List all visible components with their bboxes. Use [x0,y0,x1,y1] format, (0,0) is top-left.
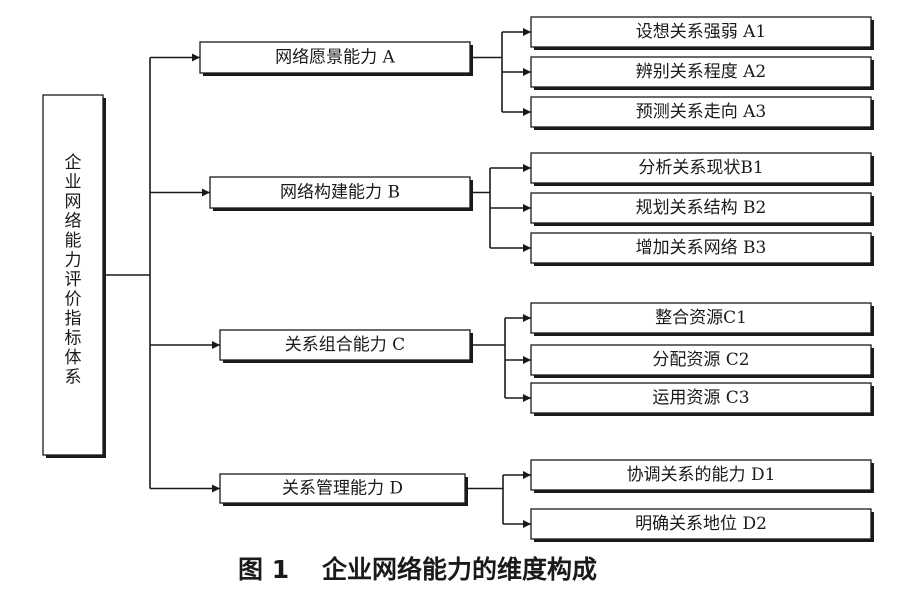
indicator-box: 分配资源 C2 [530,344,874,378]
indicator-box-frame [530,302,872,334]
root-label-char: 力 [65,251,82,271]
root-label-char: 系 [65,368,82,388]
indicator-box: 分析关系现状B1 [530,152,874,186]
indicator-label: 协调关系的能力 D1 [627,465,776,485]
indicator-label: 整合资源C1 [655,308,747,328]
indicator-box-frame [530,232,872,264]
root-label-char: 网 [65,192,82,212]
dimension-box: 网络构建能力 B [209,176,473,211]
indicator-box-frame [530,382,872,414]
dimension-label: 网络构建能力 B [280,183,400,203]
dimension-box: 关系组合能力 C [219,329,473,363]
indicator-box: 辨别关系程度 A2 [530,56,874,90]
indicator-box-frame [530,459,872,491]
indicator-box-frame [530,192,872,224]
root-label-char: 业 [65,173,82,193]
root-label-char: 能 [65,231,82,251]
dimension-label: 关系管理能力 D [282,479,403,499]
indicator-box: 整合资源C1 [530,302,874,336]
connector-lines [103,28,531,528]
dimension-box-frame [219,473,466,504]
figure-caption: 图 1 企业网络能力的维度构成 [238,555,597,584]
root-label-char: 评 [65,270,82,290]
indicator-label: 预测关系走向 A3 [636,102,767,122]
root-label-char: 价 [65,290,82,310]
indicator-label: 规划关系结构 B2 [636,198,767,218]
caption-number: 图 1 [238,555,289,584]
indicator-box: 规划关系结构 B2 [530,192,874,226]
indicator-label: 分析关系现状B1 [638,158,763,178]
indicator-box-frame [530,344,872,376]
indicator-box: 预测关系走向 A3 [530,96,874,130]
indicator-label: 明确关系地位 D2 [635,514,767,534]
indicator-box: 协调关系的能力 D1 [530,459,874,493]
dimension-box-frame [209,176,471,209]
indicator-label: 设想关系强弱 A1 [636,22,767,42]
root-box-frame [42,94,104,456]
indicator-box: 明确关系地位 D2 [530,508,874,542]
root-label-char: 体 [65,348,82,368]
indicator-box-frame [530,508,872,540]
dimension-label: 网络愿景能力 A [275,48,395,68]
indicator-label: 增加关系网络 B3 [636,238,767,258]
caption-title: 企业网络能力的维度构成 [322,555,597,584]
indicator-box-frame [530,96,872,128]
dimension-label: 关系组合能力 C [285,335,405,355]
dimension-box: 关系管理能力 D [219,473,468,506]
indicator-box-frame [530,16,872,48]
indicator-box: 设想关系强弱 A1 [530,16,874,50]
dimension-box-frame [219,329,471,361]
root-label-char: 企 [65,153,82,173]
indicator-label: 分配资源 C2 [652,350,749,370]
indicator-label: 辨别关系程度 A2 [636,62,767,82]
indicator-box-frame [530,152,872,184]
root-label-char: 标 [65,329,82,349]
indicator-label: 运用资源 C3 [652,388,749,408]
indicator-box: 运用资源 C3 [530,382,874,416]
indicator-box: 增加关系网络 B3 [530,232,874,266]
root-label-char: 络 [65,212,82,232]
root-label-char: 指 [65,309,82,329]
dimension-box: 网络愿景能力 A [199,41,473,76]
dimension-box-frame [199,41,471,74]
indicator-box-frame [530,56,872,88]
